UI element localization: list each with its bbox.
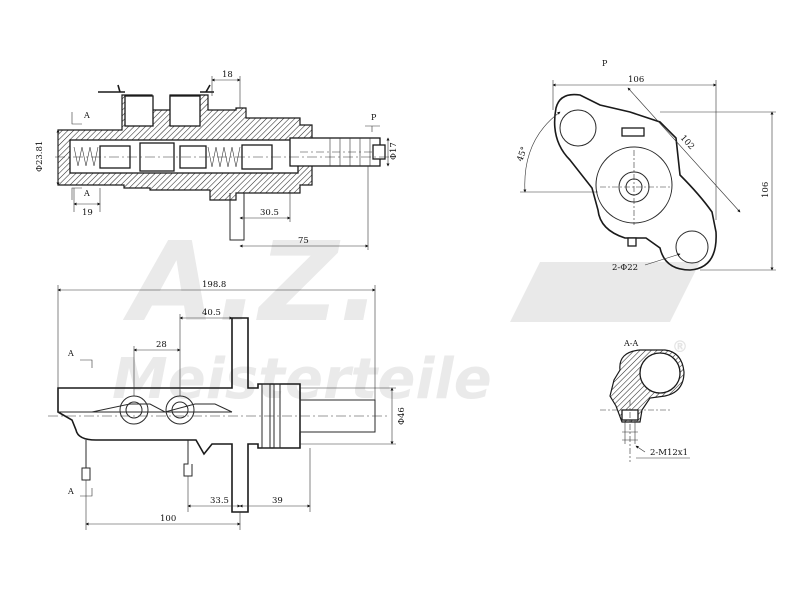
side-section-mark-a-top: A — [67, 349, 74, 358]
dim-19: 19 — [82, 208, 93, 218]
flange-outline — [553, 93, 717, 271]
dim-46: Φ46 — [397, 407, 407, 425]
dim-30-5: 30.5 — [260, 208, 279, 218]
dim-198-8: 198.8 — [202, 280, 226, 290]
dim-18: 18 — [222, 70, 233, 80]
flange-slot — [621, 127, 645, 137]
dim-40-5: 40.5 — [202, 308, 221, 318]
dim-23-81: Φ23.81 — [35, 141, 45, 172]
section-mark-a-top: A — [83, 111, 90, 120]
side-view: 198.8 40.5 28 Φ46 33.5 39 100 A A — [48, 280, 407, 530]
mount-hole-top — [559, 109, 597, 147]
dim-106-side: 106 — [761, 182, 771, 198]
dim-17: Φ17 — [389, 142, 399, 160]
mount-hole-bottom — [675, 230, 709, 264]
watermark-brand-text: Meisterteile — [112, 347, 492, 412]
section-mark-a-bottom: A — [83, 189, 90, 198]
watermark-stripes — [510, 262, 700, 322]
port-left — [124, 95, 154, 127]
watermark-registered-mark: ® — [672, 337, 688, 356]
flange-label-p: P — [602, 59, 608, 68]
detail-title: A-A — [623, 339, 638, 348]
dim-106-top: 106 — [628, 75, 644, 85]
pin-right — [183, 440, 193, 477]
section-mark-p: P — [371, 113, 377, 122]
outlet-port-2 — [171, 401, 189, 419]
dim-75: 75 — [298, 236, 309, 246]
outlet-port-1 — [125, 401, 143, 419]
watermark: A.Z. Meisterteile ® — [112, 218, 700, 412]
side-body — [57, 317, 301, 513]
flange-tab — [627, 237, 637, 247]
detail-bore — [639, 352, 681, 394]
port-right — [169, 95, 201, 127]
dim-28: 28 — [156, 340, 167, 350]
dim-45: 45° — [515, 145, 530, 163]
section-view: 18 Φ23.81 19 30.5 75 Φ17 A A P — [35, 70, 399, 250]
pin-left — [81, 440, 91, 481]
flange-view: P 106 102 45° 106 2-Φ22 — [515, 59, 776, 273]
side-section-mark-a-bottom: A — [67, 487, 74, 496]
dim-39: 39 — [272, 496, 283, 506]
spring-1 — [73, 146, 99, 167]
dim-100: 100 — [160, 514, 176, 524]
detail-thread: 2-M12x1 — [650, 448, 688, 458]
dim-33-5: 33.5 — [210, 496, 229, 506]
dim-102: 102 — [678, 133, 696, 152]
watermark-logo-text: A.Z. — [122, 218, 381, 346]
rod-tip — [372, 144, 386, 160]
dim-2-22: 2-Φ22 — [612, 263, 638, 273]
spring-2 — [207, 146, 241, 168]
detail-view: A-A 2-M12x1 — [600, 339, 690, 462]
